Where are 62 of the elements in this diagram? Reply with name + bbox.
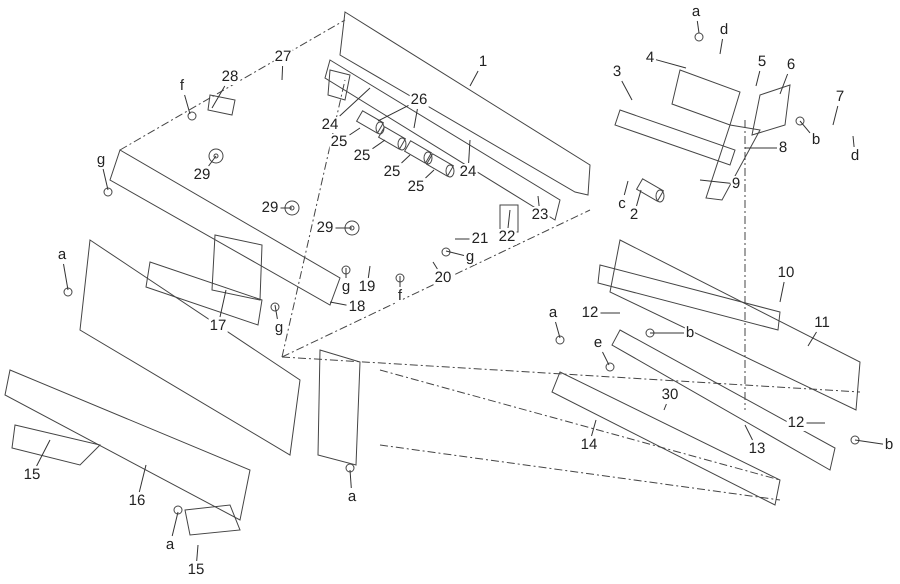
leader-line — [378, 104, 409, 122]
callout-label: 28 — [220, 69, 240, 85]
leader-line — [172, 512, 178, 536]
leader-line — [63, 264, 68, 290]
callout-label: 24 — [320, 117, 340, 133]
callout-label: 20 — [434, 270, 452, 286]
leader-line — [808, 332, 817, 346]
leader-line — [425, 170, 434, 178]
leader-line — [854, 440, 884, 445]
callout-label: 22 — [498, 229, 516, 245]
leader-line — [330, 302, 347, 306]
leader-line — [468, 140, 470, 164]
callout-label: 12 — [786, 415, 806, 431]
leader-line — [806, 422, 826, 424]
leader-line — [700, 180, 730, 184]
leader-line — [432, 262, 438, 270]
leader-line — [780, 74, 788, 94]
leader-line — [196, 544, 198, 562]
callout-label: 27 — [274, 49, 292, 65]
leader-line — [446, 250, 464, 256]
leader-line — [756, 70, 760, 86]
leader-line — [800, 120, 810, 134]
leader-line — [780, 282, 785, 302]
callout-label: 17 — [208, 318, 228, 334]
leader-line — [852, 136, 855, 148]
leader-line — [184, 94, 190, 114]
leader-line — [401, 154, 410, 164]
leader-line — [602, 352, 610, 366]
leader-line — [508, 210, 510, 228]
leader-line — [720, 38, 723, 54]
leader-line — [538, 196, 540, 206]
leader-line — [339, 88, 370, 116]
leader-line — [102, 168, 108, 190]
leader-line — [414, 108, 418, 128]
leader-line — [220, 290, 226, 318]
leader-line — [274, 304, 278, 320]
leader-line — [454, 238, 470, 240]
leader-line — [664, 404, 667, 410]
leader-line — [744, 424, 753, 440]
callout-label: 26 — [410, 92, 428, 108]
leader-line — [696, 20, 700, 34]
leader-line — [208, 156, 216, 166]
leader-line — [138, 464, 146, 492]
leader-line — [282, 66, 284, 80]
leader-line — [621, 80, 632, 100]
leader-line — [624, 180, 628, 196]
callout-label: 25 — [330, 134, 348, 150]
leader-line — [650, 332, 684, 334]
callout-label: f — [396, 288, 404, 304]
leader-line — [368, 266, 370, 278]
leader-line — [36, 440, 50, 466]
leader-line — [636, 190, 642, 206]
leader-line — [212, 86, 226, 108]
leader-line — [372, 140, 386, 150]
leader-line — [600, 312, 620, 314]
leader-line — [656, 59, 686, 68]
leader-line — [832, 106, 838, 126]
leader-line — [349, 128, 360, 136]
leader-line — [470, 70, 479, 86]
leader-line — [591, 420, 596, 436]
leader-line — [555, 322, 560, 338]
leader-line — [350, 470, 352, 488]
